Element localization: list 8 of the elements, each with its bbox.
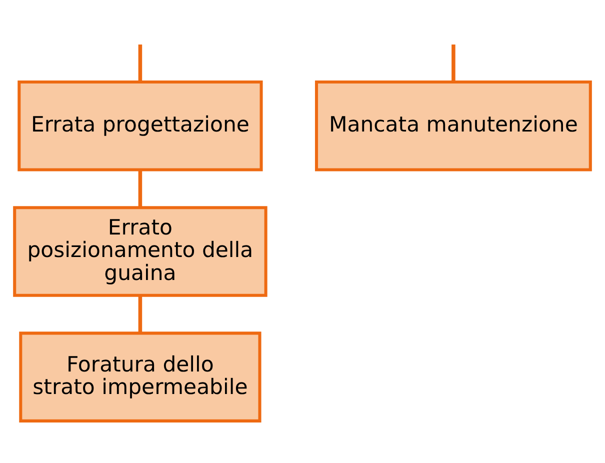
connector [138,169,142,207]
connector [138,294,142,332]
connector [452,44,456,82]
node-box: Foratura dello strato impermeabile [19,331,262,422]
node-box: Errato posizionamento della guaina [13,206,268,296]
connector [138,44,142,82]
node-box: Mancata manutenzione [314,80,592,171]
node-box: Errata progettazione [18,80,263,171]
